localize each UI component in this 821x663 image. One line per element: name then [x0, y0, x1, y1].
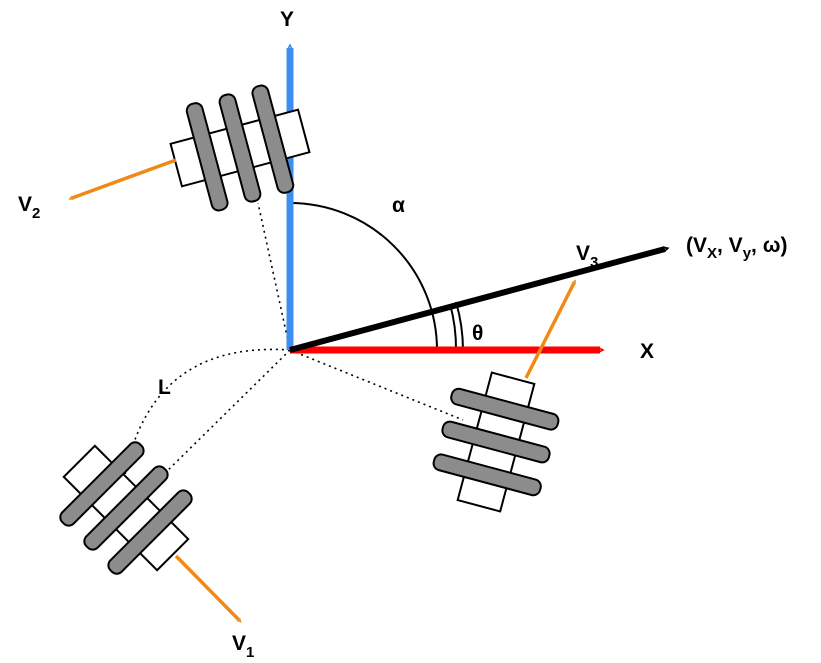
velocity-label-close: , ω) — [751, 234, 787, 257]
dotted-line-wheel-1 — [157, 349, 291, 481]
dotted-line-wheel-3 — [289, 349, 464, 421]
wheel-1-roller — [107, 489, 193, 575]
alpha-label: α — [392, 194, 405, 217]
alpha-arc — [289, 202, 438, 351]
robot-velocity-arrow — [289, 246, 670, 353]
theta-label: θ — [472, 322, 483, 345]
wheel-3-roller — [432, 453, 542, 497]
wheel-3-roller — [441, 420, 551, 464]
v1-velocity-arrow — [174, 554, 242, 623]
robot-velocity-label: (VX, Vy, ω) — [686, 234, 787, 262]
v3-label-main: V — [576, 242, 590, 265]
v3-label: V3 — [576, 242, 598, 271]
v2-velocity-arrow — [68, 158, 177, 201]
omni-wheel-2 — [169, 84, 311, 212]
theta-arc-inner — [449, 303, 458, 351]
dotted-line-wheel-2 — [257, 202, 291, 351]
v2-label-main: V — [18, 193, 32, 216]
omni-wheel-1 — [59, 441, 193, 575]
velocity-label-vx-sub: X — [707, 245, 717, 262]
v3-label-sub: 3 — [590, 254, 598, 271]
v1-label: V1 — [232, 632, 254, 661]
wheel-1-roller — [59, 441, 145, 527]
wheel-2-roller — [185, 102, 229, 212]
wheel-1-roller — [83, 465, 169, 551]
velocity-label-sep: , V — [717, 234, 743, 257]
v1-label-main: V — [232, 632, 246, 655]
wheel-2-roller — [251, 84, 295, 194]
velocity-label-open: (V — [686, 234, 707, 257]
x-axis-label: X — [640, 340, 654, 363]
v2-label-sub: 2 — [32, 205, 40, 222]
wheel-2-roller — [218, 93, 262, 203]
wheel-3-roller — [450, 387, 560, 431]
theta-arc-outer — [455, 301, 464, 351]
length-label: L — [158, 376, 171, 399]
y-axis-label: Y — [280, 8, 294, 31]
v1-label-sub: 1 — [246, 644, 254, 661]
v2-label: V2 — [18, 193, 40, 222]
velocity-label-vy-sub: y — [743, 245, 752, 262]
v3-velocity-arrow — [524, 279, 576, 379]
omni-wheel-3 — [432, 371, 560, 513]
